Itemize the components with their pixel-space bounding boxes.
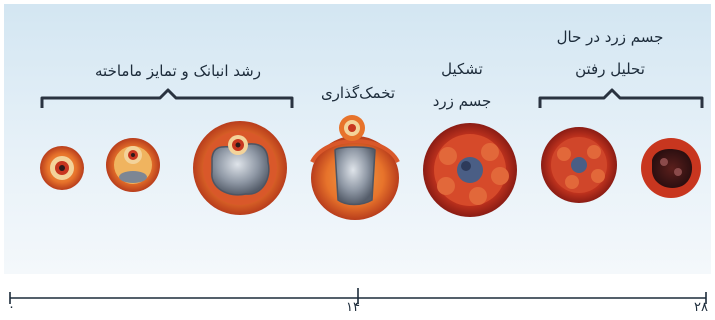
tick-label-14: ۱۴ bbox=[346, 300, 360, 315]
primary-follicle bbox=[40, 146, 84, 190]
corpus-luteum bbox=[541, 127, 617, 203]
growth-label: رشد انبانک و تمایز ماماخته bbox=[62, 62, 294, 80]
corpus-formation-label-line1: تشکیل bbox=[422, 60, 502, 78]
regressing-corpus-luteum bbox=[641, 138, 701, 198]
tick-label-28: ۲۸ bbox=[694, 300, 708, 315]
corpus-decay-label-line1: جسم زرد در حال bbox=[544, 28, 676, 46]
tick-label-0: ۰ bbox=[8, 300, 15, 315]
ovulation-label: تخمک‌گذاری bbox=[300, 84, 416, 102]
corpus-formation-label-line2: جسم زرد bbox=[422, 92, 502, 110]
corpus-decay-label-line2: تحلیل رفتن bbox=[544, 60, 676, 78]
antral-follicle bbox=[193, 121, 287, 215]
growth-bracket bbox=[42, 90, 292, 108]
secondary-follicle bbox=[106, 138, 160, 192]
forming-corpus-luteum bbox=[423, 123, 517, 217]
decay-bracket bbox=[540, 90, 702, 108]
ovulating-follicle bbox=[311, 115, 399, 220]
